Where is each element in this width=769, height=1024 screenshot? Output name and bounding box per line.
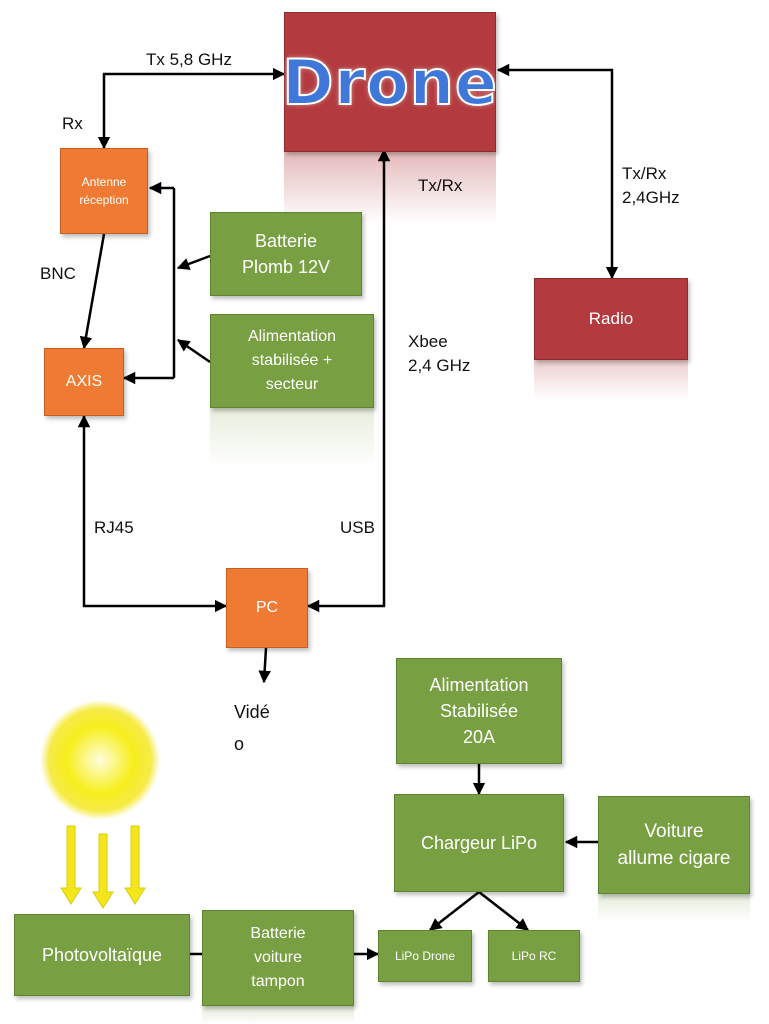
link-drone-antenne [97, 67, 286, 150]
link-axis-pc [77, 414, 228, 613]
voiture-node: Voiture allume cigare [598, 796, 750, 894]
radio-label: Radio [588, 309, 634, 328]
label-video: Vidé o [234, 702, 270, 754]
batterie-to-rail [176, 254, 211, 270]
sunray-arrow-right [124, 825, 146, 905]
label-rx: Rx [62, 114, 83, 133]
radio-node: Radio [534, 278, 688, 360]
label-tx-rx-center: Tx/Rx [418, 176, 463, 195]
axis-label: AXIS [65, 373, 103, 390]
lipo-drone-node: LiPo Drone [378, 930, 472, 982]
link-pc-video [258, 647, 271, 684]
link-chargeur-lipo-drone [429, 891, 480, 931]
label-tx-5-8ghz: Tx 5,8 GHz [146, 50, 232, 69]
pc-node: PC [226, 568, 308, 648]
voiture-label: Voiture allume cigare [617, 821, 731, 869]
secteur-to-rail [176, 338, 211, 364]
lipo-rc-node: LiPo RC [488, 930, 580, 982]
sunray-arrow-middle [92, 833, 114, 909]
drone-label: Drone [281, 45, 498, 120]
antenne-node: Antenne réception [60, 148, 148, 234]
alim-secteur-node: Alimentation stabilisée + secteur [210, 314, 374, 408]
chargeur-label: Chargeur LiPo [420, 832, 538, 853]
batterie-voiture-node: Batterie voiture tampon [202, 910, 354, 1006]
alim-20a-label: Alimentation Stabilisée 20A [429, 675, 529, 747]
lipo-rc-label: LiPo RC [511, 949, 557, 963]
label-tx-rx-2-4ghz: Tx/Rx 2,4GHz [622, 164, 680, 207]
label-rj45: RJ45 [94, 518, 134, 537]
drone-node: Drone [281, 12, 498, 152]
label-usb: USB [340, 518, 375, 537]
link-drone-radio [496, 63, 619, 280]
alim-20a-node: Alimentation Stabilisée 20A [396, 658, 562, 764]
link-antenne-axis [79, 233, 106, 350]
link-drone-pc [306, 148, 391, 613]
pc-label: PC [255, 599, 279, 616]
photovoltaique-node: Photovoltaïque [14, 914, 190, 996]
chargeur-node: Chargeur LiPo [394, 794, 564, 892]
lipo-drone-label: LiPo Drone [394, 949, 456, 963]
alim-secteur-label: Alimentation stabilisée + secteur [247, 328, 337, 393]
axis-node: AXIS [44, 348, 124, 416]
label-bnc: BNC [40, 264, 76, 283]
photovoltaique-label: Photovoltaïque [41, 944, 163, 965]
batterie-plomb-label: Batterie Plomb 12V [241, 231, 331, 277]
batterie-voiture-label: Batterie voiture tampon [250, 925, 306, 990]
label-xbee: Xbee 2,4 GHz [408, 332, 471, 375]
link-chargeur-lipo-rc [478, 891, 529, 931]
antenne-label: Antenne réception [79, 175, 129, 207]
sunray-arrow-left [60, 825, 82, 905]
batterie-plomb-node: Batterie Plomb 12V [210, 212, 362, 296]
sun-icon [40, 700, 160, 820]
